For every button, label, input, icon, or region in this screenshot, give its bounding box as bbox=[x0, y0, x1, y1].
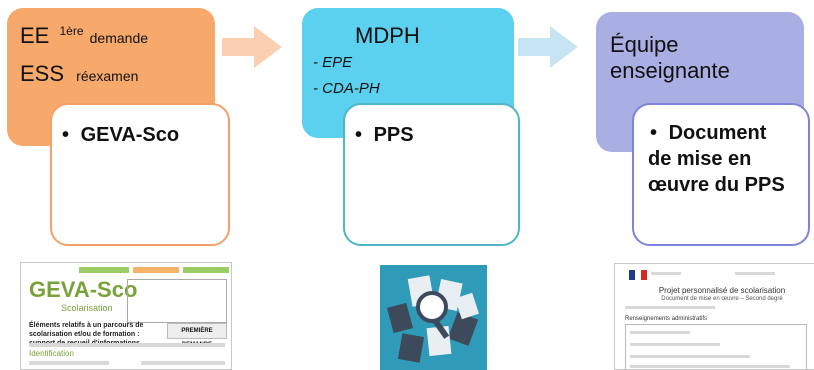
pps-documents-illustration bbox=[380, 265, 487, 370]
geva-sco-item: • GEVA-Sco bbox=[62, 123, 179, 147]
equipe-title-line1: Équipe bbox=[610, 32, 679, 57]
geva-sco-box bbox=[50, 103, 230, 246]
pps-item: • PPS bbox=[355, 123, 414, 147]
french-flag-icon bbox=[629, 270, 647, 280]
document-label-line2: de mise en bbox=[648, 148, 752, 170]
bullet: • bbox=[62, 124, 70, 146]
geva-logo: GEVA-Sco bbox=[29, 277, 137, 303]
geva-section: Identification bbox=[29, 349, 74, 358]
bullet: • bbox=[355, 124, 363, 146]
step-ee-line: EE 1ère demande bbox=[20, 23, 148, 51]
ess-note: réexamen bbox=[76, 68, 139, 84]
doc-title: Projet personnalisé de scolarisation bbox=[658, 286, 786, 295]
geva-logo-sub: Scolarisation bbox=[61, 303, 113, 313]
mdph-item-epe: - EPE bbox=[313, 54, 353, 71]
document-item: • Document bbox=[650, 121, 766, 145]
ee-note: demande bbox=[89, 30, 149, 46]
arrow-right-icon bbox=[222, 26, 282, 68]
pps-label: PPS bbox=[373, 124, 414, 146]
ee-superscript: 1ère bbox=[59, 23, 84, 38]
doc-subtitle: Document de mise en œuvre – Second degré bbox=[661, 296, 783, 302]
equipe-title-line2: enseignante bbox=[610, 58, 730, 83]
doc-section: Renseignements administratifs bbox=[625, 316, 708, 322]
documents-magnifier-icon bbox=[380, 265, 487, 370]
mdph-title: MDPH bbox=[355, 23, 420, 48]
pps-box bbox=[343, 103, 520, 246]
ess-label: ESS bbox=[20, 61, 65, 86]
arrow-right-icon bbox=[518, 26, 578, 68]
document-label-line3: œuvre du PPS bbox=[648, 174, 785, 196]
bullet: • bbox=[650, 122, 658, 144]
geva-logo-text: GEVA-Sco bbox=[29, 277, 138, 302]
document-label-line1: Document bbox=[668, 122, 767, 144]
geva-sco-label: GEVA-Sco bbox=[80, 124, 180, 146]
mdph-item-cda-ph: - CDA-PH bbox=[313, 80, 380, 97]
ee-label: EE bbox=[20, 23, 50, 48]
geva-button: PREMIÈRE DEMANDE bbox=[167, 323, 227, 348]
document-mise-en-oeuvre-box bbox=[632, 103, 810, 246]
step-ess-line: ESS réexamen bbox=[20, 61, 138, 89]
geva-sco-form-thumbnail: GEVA-Sco Scolarisation Éléments relatifs… bbox=[20, 262, 232, 370]
document-mise-en-oeuvre-thumbnail: Projet personnalisé de scolarisation Doc… bbox=[614, 263, 814, 370]
